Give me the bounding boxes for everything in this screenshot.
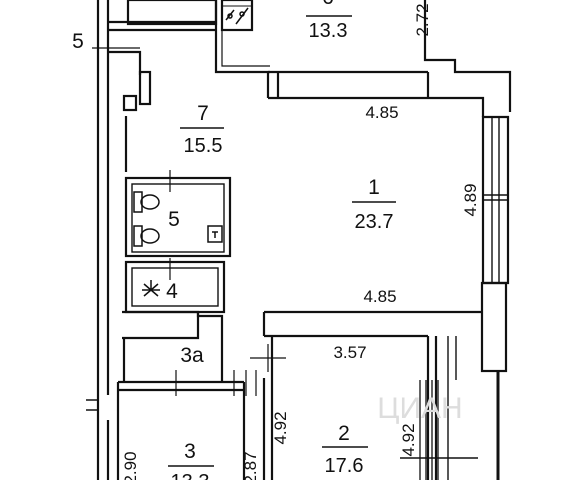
- watermark: ЦИАН: [377, 392, 462, 425]
- dim-room2-right: 4.92: [399, 423, 418, 456]
- room-5-number: 5: [168, 208, 180, 231]
- room-4-number: 4: [166, 280, 178, 303]
- room-1-area: 23.7: [355, 211, 394, 233]
- dim-room3-left: 2.90: [121, 451, 140, 480]
- dim-room6-right: 2.72: [413, 3, 432, 36]
- dim-room1-right: 4.89: [461, 183, 480, 216]
- room-6-area: 13.3: [309, 20, 348, 42]
- room-3a-number: 3а: [180, 344, 204, 367]
- room-2-number: 2: [338, 422, 350, 445]
- outside-label: 5: [72, 30, 84, 53]
- labels: 6 13.3 7 15.5 1 23.7 5 4 3а 2 17.6 3 13.…: [72, 0, 480, 480]
- room-7-area: 15.5: [184, 135, 223, 157]
- room-3-number: 3: [184, 440, 196, 463]
- sink-icon: [207, 225, 223, 243]
- room-6-number: 6: [322, 0, 334, 9]
- fixtures: [133, 5, 252, 297]
- dim-room2-left: 4.92: [271, 411, 290, 444]
- dim-room2-top: 3.57: [333, 343, 366, 362]
- walls: [86, 0, 512, 480]
- dim-room1-bottom: 4.85: [363, 287, 396, 306]
- bathtub-icon: [133, 225, 160, 247]
- dimension-ticks: [92, 47, 286, 396]
- room-3-area: 13.3: [171, 471, 210, 480]
- room-7-number: 7: [197, 102, 209, 125]
- ceiling-lamp-icon: [142, 280, 160, 297]
- toilet-icon: [133, 191, 160, 213]
- dim-room3-right: 2.87: [241, 451, 260, 480]
- dim-room1-top: 4.85: [365, 103, 398, 122]
- room-1-number: 1: [368, 176, 380, 199]
- electrical-panel-icon: [222, 5, 252, 25]
- room-2-area: 17.6: [325, 455, 364, 477]
